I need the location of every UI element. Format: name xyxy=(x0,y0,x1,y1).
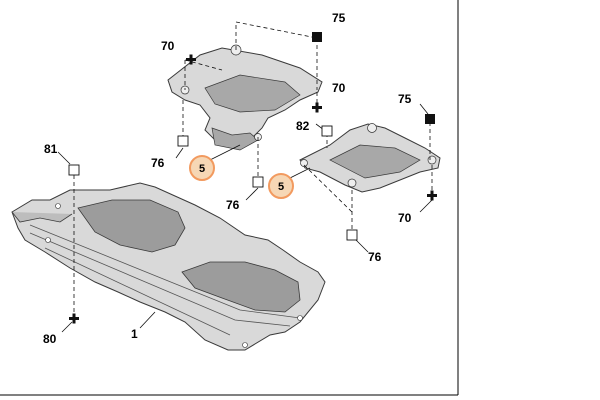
clip-marker-76-right xyxy=(346,229,358,241)
part-ref-5-right[interactable]: 5 xyxy=(268,173,294,199)
callout-70-right[interactable]: 70 xyxy=(398,211,412,225)
leader-lines xyxy=(57,21,433,333)
nut-marker-75-right xyxy=(425,114,435,124)
underbody-shield-part-1[interactable] xyxy=(11,182,326,351)
callout-76-mid[interactable]: 76 xyxy=(226,198,240,212)
part-ref-5-left-label: 5 xyxy=(199,163,205,175)
callout-75-top[interactable]: 75 xyxy=(332,11,346,25)
clip-marker-76-mid xyxy=(252,176,264,188)
callout-1[interactable]: 1 xyxy=(131,327,138,341)
callout-76-left[interactable]: 76 xyxy=(151,156,165,170)
screw-marker-70-top-left xyxy=(186,54,196,65)
clip-marker-76-left xyxy=(177,135,189,147)
callout-75-right[interactable]: 75 xyxy=(398,92,412,106)
part-ref-5-right-label: 5 xyxy=(278,181,284,193)
callout-70-top-right[interactable]: 70 xyxy=(332,81,346,95)
heat-shield-right[interactable] xyxy=(299,123,441,193)
screw-marker-80 xyxy=(69,313,79,324)
callout-81[interactable]: 81 xyxy=(44,142,58,156)
screw-marker-70-top-right xyxy=(312,102,322,113)
callout-70-top-left[interactable]: 70 xyxy=(161,39,175,53)
nut-marker-75-top xyxy=(312,32,322,42)
clip-marker-82 xyxy=(321,125,333,137)
callout-76-right[interactable]: 76 xyxy=(368,250,382,264)
clip-marker-81 xyxy=(68,164,80,176)
callout-82[interactable]: 82 xyxy=(296,119,310,133)
screw-marker-70-right xyxy=(427,190,437,201)
callout-80[interactable]: 80 xyxy=(43,332,57,346)
part-ref-5-left[interactable]: 5 xyxy=(189,155,215,181)
